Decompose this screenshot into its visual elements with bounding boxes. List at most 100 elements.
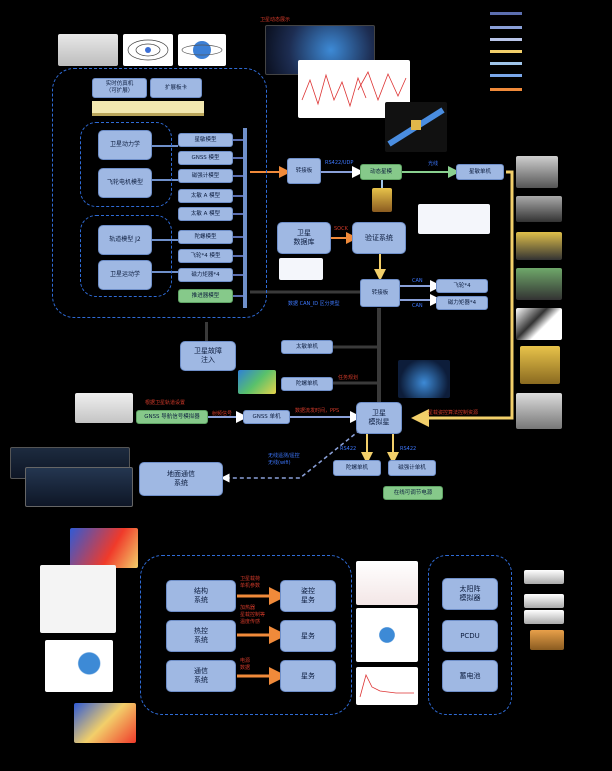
flywheel-model: 飞轮*4 模型 (178, 249, 233, 263)
can-label-top: CAN (412, 278, 423, 284)
gnss-navigation-simulator: GNSS 导航信号模拟器 (136, 410, 208, 424)
device-magnetorquer-image (516, 308, 562, 340)
gnss-model: GNSS 模型 (178, 151, 233, 165)
database-chart-image (279, 258, 323, 280)
power-equipment-image-3 (524, 610, 564, 624)
response-plot-image (356, 667, 418, 705)
power-equipment-image-4 (530, 630, 564, 650)
visualization-title: 卫星动态展示 (260, 17, 291, 23)
optical-label: 光线 (428, 161, 439, 167)
rs422-left-label: RS422 (340, 446, 357, 452)
sock-label: SOCK (334, 226, 348, 232)
magnetorquer-model: 磁力矩器*4 (178, 268, 233, 282)
structure-system: 结构 系统 (166, 580, 236, 612)
ground-station-monitor-2 (25, 467, 133, 507)
magnetometer-unit: 磁强计单机 (388, 460, 436, 476)
earth-orbit-image (178, 34, 226, 66)
pcdu: PCDU (442, 620, 498, 652)
magnetic-field-image (123, 34, 173, 66)
legend (490, 8, 530, 96)
sun-sensor-model-1: 太敏 A 模型 (178, 189, 233, 203)
legend-swatch (490, 38, 522, 41)
verification-chart-image (418, 204, 490, 234)
orbit-group (80, 215, 172, 297)
verification-system: 验证系统 (352, 222, 406, 254)
pps-note: 数据流发时间，PPS (295, 408, 340, 414)
arrow-note-thermal: 加热器 星载控制等 温度传感 (240, 605, 266, 625)
adapter-board-top: 转接板 (287, 158, 321, 184)
structure-model-image (40, 565, 116, 633)
earth-link-image (45, 640, 113, 692)
sensor-plot-image (356, 561, 418, 605)
terrain-image (238, 370, 276, 394)
orbit-model-j2: 轨道模型 J2 (98, 225, 152, 255)
legend-swatch (490, 12, 522, 15)
star-sensor-model: 星敏模型 (178, 133, 233, 147)
device-board-image (516, 268, 562, 300)
legend-swatch (490, 50, 522, 53)
power-equipment-image-1 (524, 570, 564, 584)
gnss-instrument-image (75, 393, 133, 423)
dynamic-star-simulator: 动态星模 (360, 164, 402, 180)
power-frame (428, 555, 512, 715)
wireless-note: 无线遥测/遥控 无线(wifi) (268, 453, 300, 466)
legend-swatch (490, 26, 522, 29)
satellite-render-image (385, 102, 447, 152)
satellite-database: 卫星 数据库 (277, 222, 331, 254)
sat-kinematics-model: 卫星运动学 (98, 260, 152, 290)
sun-sensor-model-2: 太敏 A 模型 (178, 207, 233, 221)
comm-system: 通信 系统 (166, 660, 236, 692)
fault-injection: 卫星故障 注入 (180, 341, 236, 371)
task-node-thermal: 星务 (280, 620, 336, 652)
radio-signal-label: 射频信号 (212, 411, 233, 417)
dynamics-group (80, 122, 172, 207)
expansion-board: 扩展板卡 (150, 78, 202, 98)
subsystem-frame (140, 555, 352, 715)
mission-planning-label: 任务规划 (338, 375, 359, 381)
satellite-simulator: 卫星 模拟星 (356, 402, 402, 434)
magnetorquer-unit: 磁力矩器*4 (436, 296, 488, 310)
camera-image (372, 188, 392, 212)
task-node-comm: 星务 (280, 660, 336, 692)
online-power-supply: 在线可调节电源 (383, 486, 443, 500)
flywheel-unit: 飞轮*4 (436, 279, 488, 293)
star-sensor-unit: 星敏单机 (456, 164, 504, 180)
flywheel-motor-model: 飞轮电机模型 (98, 168, 152, 198)
ground-comm-system: 地面通信 系统 (139, 462, 223, 496)
orbit-plot-image (356, 608, 418, 662)
adapter-board-mid: 转接板 (360, 279, 400, 307)
sun-sensor-unit: 太敏单机 (281, 340, 333, 354)
legend-swatch (490, 74, 522, 77)
platform-bar (92, 101, 204, 116)
battery: 蓄电池 (442, 660, 498, 692)
arrow-note-comm: 电源 数据 (240, 658, 251, 671)
simulation-frame (52, 68, 267, 318)
device-gyro-image (516, 232, 562, 260)
gyro-model: 陀螺模型 (178, 230, 233, 244)
device-star-sensor-image (516, 156, 558, 188)
arrow-note-structure: 卫星载荷 单机参数 (240, 576, 261, 589)
gyro-unit: 陀螺单机 (281, 377, 333, 391)
thruster-model: 推进器模型 (178, 289, 233, 303)
can-label-bottom: CAN (412, 303, 423, 309)
rs-udp-label: RS422/UDP (325, 160, 354, 166)
gnss-unit: GNSS 单机 (243, 410, 290, 424)
legend-swatch (490, 88, 522, 91)
rs422-right-label: RS422 (400, 446, 417, 452)
control-resource-note: 星载姿控算法控制资源 (428, 410, 479, 416)
test-equipment-image (58, 34, 118, 66)
device-sun-sensor-image (516, 393, 562, 429)
device-flywheel-image (520, 346, 560, 384)
antenna-pattern-image (74, 703, 136, 743)
magnetometer-model: 磁强计模型 (178, 169, 233, 183)
can-id-note: 数据 CAN_ID 区分类型 (288, 301, 340, 307)
solar-array-simulator: 太阳阵 模拟器 (442, 578, 498, 610)
thermal-model-image (70, 528, 138, 568)
attitude-task-node: 姿控 星务 (280, 580, 336, 612)
device-magnetometer-image (516, 196, 562, 222)
gyro-unit-2: 陀螺单机 (333, 460, 381, 476)
thermal-system: 热控 系统 (166, 620, 236, 652)
gnss-setting-note: 根据卫星轨道设置 (145, 400, 186, 406)
